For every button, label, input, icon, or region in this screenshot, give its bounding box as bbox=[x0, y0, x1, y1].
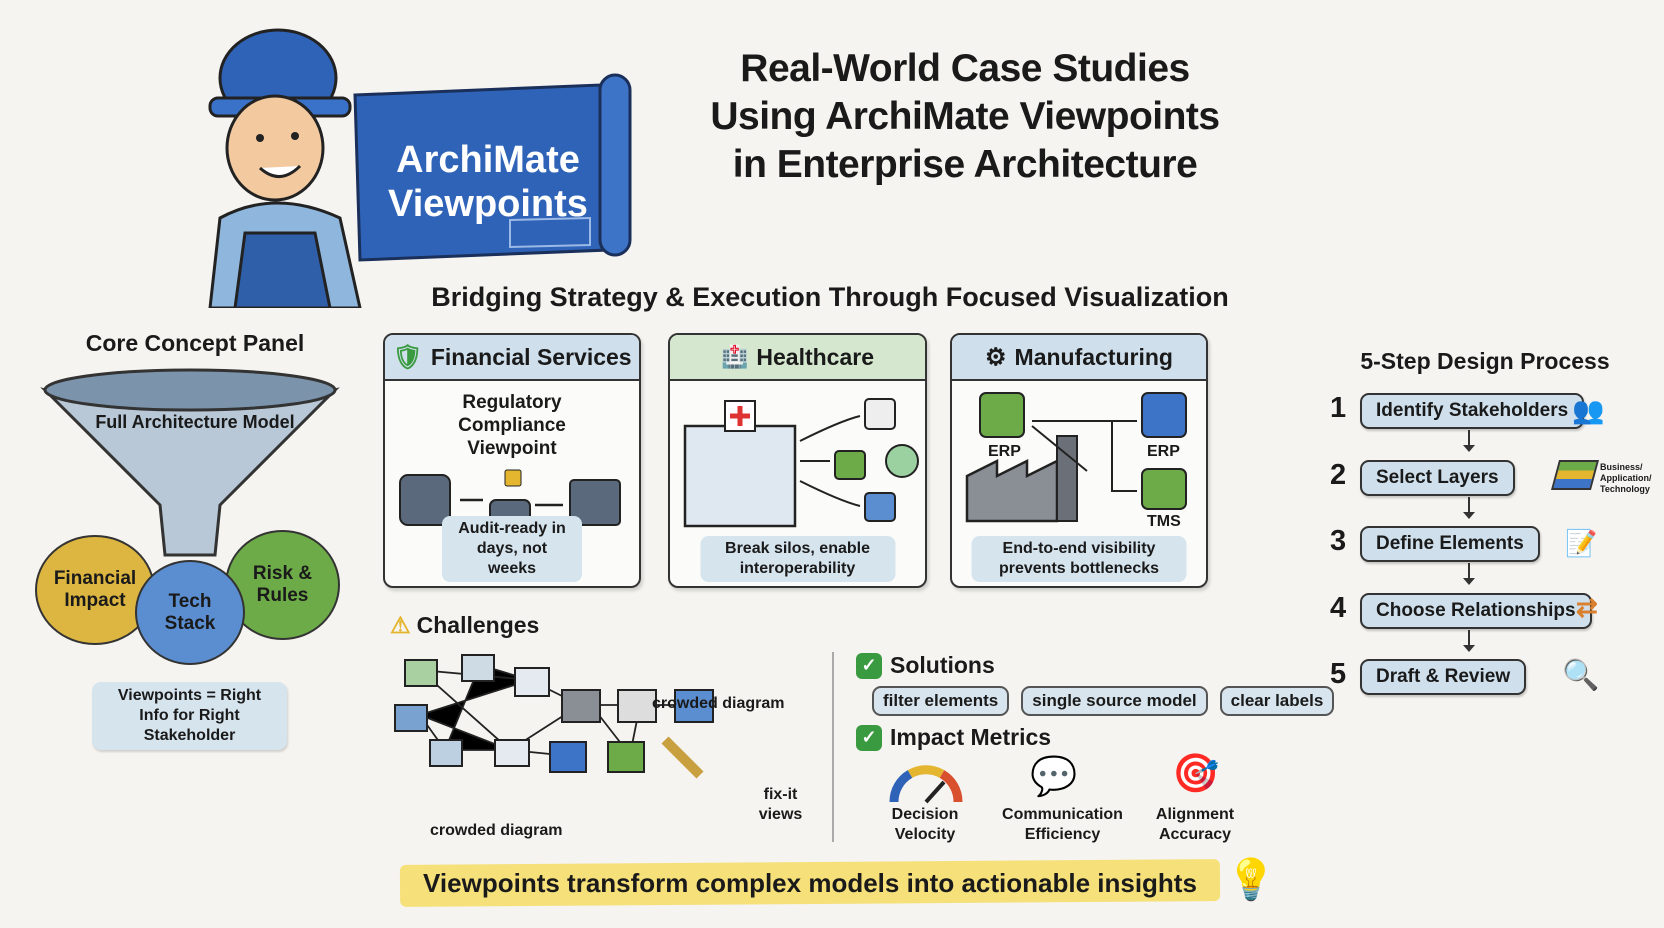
page-title: Real-World Case Studies Using ArchiMate … bbox=[640, 45, 1290, 189]
step-number-1: 1 bbox=[1330, 392, 1347, 424]
chat-icon: 💬 bbox=[1030, 756, 1078, 798]
check-icon: ✓ bbox=[856, 724, 882, 751]
card-header: 🏥 Healthcare bbox=[670, 335, 925, 381]
step-define-elements: Define Elements bbox=[1360, 526, 1540, 562]
bubble-financial-impact: Financial Impact bbox=[35, 535, 155, 645]
erp-label-2: ERP bbox=[1147, 443, 1180, 460]
title-line1: Real-World Case Studies bbox=[740, 47, 1190, 90]
pill-filter-elements: filter elements bbox=[872, 686, 1010, 716]
impact-label: Impact Metrics bbox=[890, 724, 1052, 750]
edit-icon: 📝 bbox=[1565, 528, 1598, 558]
card-caption: End-to-end visibility prevents bottlenec… bbox=[971, 536, 1187, 582]
step-identify-stakeholders: Identify Stakeholders bbox=[1360, 393, 1585, 429]
pill-clear-labels: clear labels bbox=[1219, 686, 1335, 716]
card-header: ⚙ Manufacturing bbox=[952, 335, 1206, 381]
step-draft-review: Draft & Review bbox=[1360, 659, 1527, 695]
crowded-diagram-label: crowded diagram bbox=[652, 695, 785, 712]
card-financial-services: 🛡 Financial Services Regulatory Complianc… bbox=[383, 333, 641, 588]
step-number-4: 4 bbox=[1330, 592, 1347, 624]
database-lock-icon bbox=[399, 469, 621, 536]
check-icon: ✓ bbox=[856, 652, 882, 679]
step-choose-relationships: Choose Relationships bbox=[1360, 593, 1592, 629]
people-icon: 👥 bbox=[1572, 395, 1605, 425]
magnifier-icon: 🔍 bbox=[1562, 659, 1600, 692]
warning-icon: ⚠ bbox=[390, 612, 411, 638]
target-icon: 🎯 bbox=[1172, 753, 1220, 795]
card-caption: Audit-ready in days, not weeks bbox=[442, 516, 582, 582]
hospital-icon: 🏥 bbox=[720, 344, 749, 369]
core-title: Core Concept Panel bbox=[85, 330, 305, 356]
pill-single-source-model: single source model bbox=[1021, 686, 1208, 716]
metric-communication-efficiency: Communication Efficiency bbox=[1002, 806, 1123, 843]
card-title: Financial Services bbox=[430, 343, 632, 370]
crowded-diagram-label-2: crowded diagram bbox=[430, 822, 563, 839]
funnel-icon bbox=[40, 368, 340, 557]
card-header: 🛡 Financial Services bbox=[385, 335, 639, 381]
footer-text: Viewpoints transform complex models into… bbox=[423, 868, 1197, 898]
divider bbox=[832, 652, 834, 842]
erp-label-1: ERP bbox=[988, 443, 1021, 460]
tms-label: TMS bbox=[1147, 513, 1181, 530]
challenges-label: Challenges bbox=[416, 612, 540, 638]
solutions-pills: filter elements single source model clea… bbox=[872, 686, 1335, 716]
down-arrow bbox=[1463, 497, 1475, 519]
metric-alignment-accuracy: Alignment Accuracy bbox=[1155, 806, 1235, 843]
gear-icon: ⚙ bbox=[985, 343, 1007, 371]
banner-text: ArchiMate Viewpoints bbox=[368, 138, 608, 226]
banner-line2: Viewpoints bbox=[388, 183, 588, 225]
step-select-layers: Select Layers bbox=[1360, 460, 1515, 496]
solutions-title: ✓ Solutions bbox=[856, 652, 995, 679]
step-number-3: 3 bbox=[1330, 525, 1347, 557]
core-caption: Viewpoints = Right Info for Right Stakeh… bbox=[92, 682, 287, 750]
step-number-2: 2 bbox=[1330, 459, 1347, 491]
impact-title: ✓ Impact Metrics bbox=[856, 724, 1051, 751]
layers-note: Business/ Application/ Technology bbox=[1600, 462, 1652, 494]
layers-icon bbox=[1550, 460, 1600, 490]
metric-decision-velocity: Decision Velocity bbox=[891, 806, 959, 843]
hospital-network-icon bbox=[683, 398, 919, 528]
down-arrow bbox=[1463, 630, 1475, 652]
down-arrow bbox=[1463, 430, 1475, 452]
card-healthcare: 🏥 Healthcare Break silos, enable interope… bbox=[668, 333, 927, 588]
steps-title: 5-Step Design Process bbox=[1360, 348, 1610, 374]
title-line2: Using ArchiMate Viewpoints bbox=[710, 95, 1220, 138]
swap-arrows-icon: ⇄ bbox=[1576, 592, 1598, 622]
card-title: Healthcare bbox=[756, 343, 875, 370]
bubble-tech-stack: Tech Stack bbox=[135, 560, 245, 665]
gauge-icon bbox=[889, 765, 963, 804]
card-title: Manufacturing bbox=[1014, 343, 1173, 370]
step-number-5: 5 bbox=[1330, 658, 1347, 690]
fix-it-views-label: fix-it views bbox=[758, 786, 803, 823]
card-caption: Break silos, enable interoperability bbox=[700, 536, 895, 582]
crowded-diagram-icon bbox=[394, 654, 714, 779]
viewpoint-name: Regulatory Compliance Viewpoint bbox=[458, 392, 566, 459]
challenges-title: ⚠Challenges bbox=[390, 612, 539, 639]
solutions-label: Solutions bbox=[890, 652, 995, 678]
subtitle: Bridging Strategy & Execution Through Fo… bbox=[431, 282, 1229, 312]
title-line3: in Enterprise Architecture bbox=[732, 143, 1198, 186]
down-arrow bbox=[1463, 563, 1475, 585]
shield-check-icon: 🛡 bbox=[392, 343, 423, 371]
funnel-label: Full Architecture Model bbox=[95, 412, 295, 432]
card-manufacturing: ⚙ Manufacturing ERP ERP TMS End-to-end vi… bbox=[950, 333, 1208, 588]
factory-icon bbox=[965, 392, 1187, 523]
banner-scroll bbox=[353, 73, 632, 262]
worker-illustration bbox=[208, 28, 362, 308]
banner-line1: ArchiMate bbox=[396, 139, 580, 181]
lightbulb-icon: 💡 bbox=[1226, 858, 1276, 902]
